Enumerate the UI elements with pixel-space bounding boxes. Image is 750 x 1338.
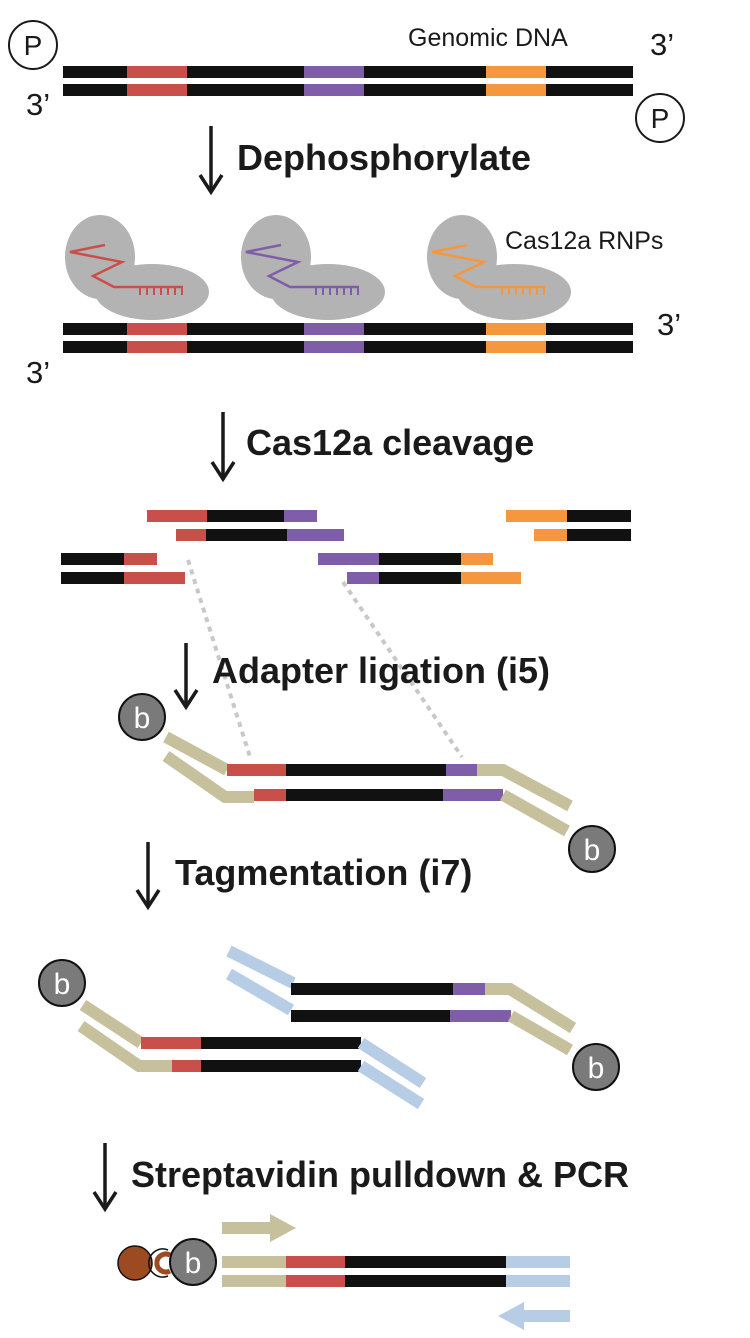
adapter-i7-upper xyxy=(225,945,296,1016)
phosphate-label-left: P xyxy=(24,30,43,61)
biotin-label: b xyxy=(54,968,71,1001)
three-prime-label: 3’ xyxy=(650,27,674,62)
step-cas12a-cleavage: Cas12a cleavage xyxy=(246,422,534,463)
genomic-dna-label: Genomic DNA xyxy=(408,24,568,52)
phosphate-circle-left: P xyxy=(8,20,58,70)
ligated-fragment xyxy=(227,764,503,801)
step-dephosphorylate: Dephosphorylate xyxy=(237,137,531,178)
biotin-label: b xyxy=(134,702,151,735)
three-prime-label: 3’ xyxy=(26,355,50,390)
down-arrow-icon xyxy=(198,126,224,196)
cas12a-rnp-purple xyxy=(241,215,385,320)
rnps-label: Cas12a RNPs xyxy=(505,227,663,255)
reverse-primer-arrow-icon xyxy=(498,1302,570,1330)
biotin-label: b xyxy=(584,834,601,867)
biotin-label: b xyxy=(588,1052,605,1085)
fragment-left-end xyxy=(61,553,185,584)
guide-line xyxy=(186,559,252,758)
adapter-i5-left xyxy=(162,731,254,803)
step-adapter-ligation: Adapter ligation (i5) xyxy=(212,650,550,691)
dephosphorylated-dna-duplex xyxy=(63,323,633,353)
tagmented-fragment-lower xyxy=(141,1037,361,1072)
adapter-i7-lower xyxy=(357,1037,427,1110)
phosphate-circle-right: P xyxy=(635,93,685,143)
biotin-badge: b xyxy=(169,1238,217,1286)
three-prime-label: 3’ xyxy=(26,87,50,122)
biotin-badge: b xyxy=(118,693,166,741)
biotin-badge: b xyxy=(572,1043,620,1091)
genomic-dna-duplex xyxy=(63,66,633,96)
fragment-purple-orange xyxy=(318,553,521,584)
cas12a-rnp-orange xyxy=(427,215,571,320)
biotin-badge: b xyxy=(38,959,86,1007)
three-prime-label: 3’ xyxy=(657,307,681,342)
fragment-middle xyxy=(147,510,344,541)
biotin-badge: b xyxy=(568,825,616,873)
biotin-label: b xyxy=(185,1247,202,1280)
adapter-i5-right xyxy=(477,764,573,837)
pcr-product xyxy=(222,1256,570,1287)
forward-primer-arrow-icon xyxy=(222,1214,296,1242)
tagmented-fragment-upper xyxy=(291,983,511,1022)
step-tagmentation: Tagmentation (i7) xyxy=(175,852,472,893)
adapter-i5-upper xyxy=(485,983,577,1056)
step-streptavidin-pulldown: Streptavidin pulldown & PCR xyxy=(131,1154,629,1195)
phosphate-label-right: P xyxy=(651,103,670,134)
streptavidin-bead-icon xyxy=(117,1245,172,1281)
adapter-i5-lower xyxy=(77,999,172,1072)
down-arrow-icon xyxy=(210,412,236,483)
fragment-right-end xyxy=(506,510,631,541)
down-arrow-icon xyxy=(92,1143,118,1213)
down-arrow-icon xyxy=(173,643,199,711)
down-arrow-icon xyxy=(135,842,161,911)
cas12a-rnp-red xyxy=(65,215,209,320)
